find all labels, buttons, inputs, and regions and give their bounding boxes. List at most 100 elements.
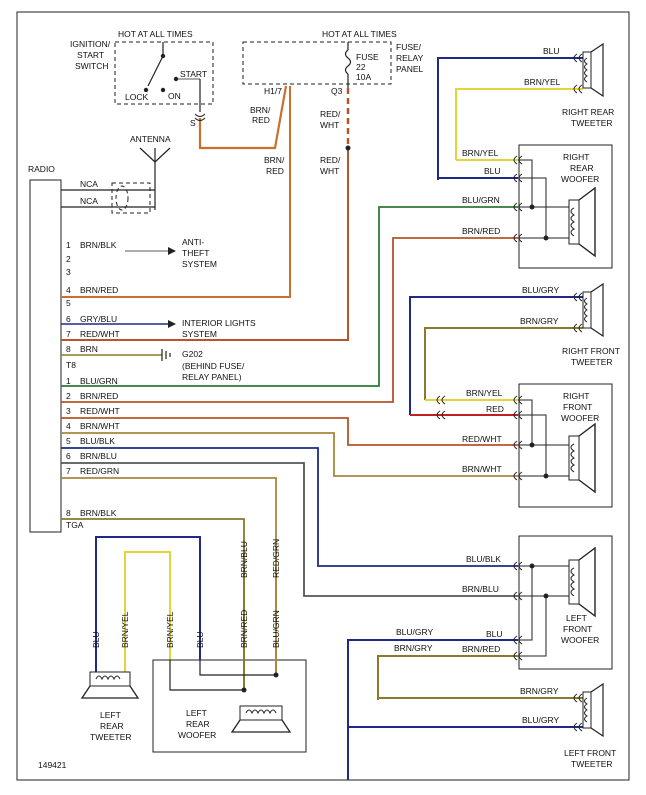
fuse-label-3: 10A: [356, 72, 371, 82]
connector-mark-b-13: [518, 591, 523, 601]
splice-dots: [241, 145, 549, 693]
rf-tweeter-wire1: BLU/GRY: [522, 285, 559, 295]
interior-lights-label-1: INTERIOR LIGHTS: [182, 318, 256, 328]
s-terminal-label: S: [190, 118, 196, 128]
radio-pin-b-5: 5: [66, 436, 71, 446]
rr-tweeter-label-2: TWEETER: [571, 118, 613, 128]
lr-tweeter-icon: [80, 671, 140, 699]
connector-mark-b-2: [518, 202, 523, 212]
lf-woofer-label-3: WOOFER: [561, 635, 599, 645]
radio-pin-a-4: 4: [66, 285, 71, 295]
s-terminal-connector-b: [194, 117, 206, 121]
radio-unit: [29, 179, 62, 533]
radio-pin-b-1-label: BLU/GRN: [80, 376, 118, 386]
woofer-internal-wire-10: [518, 566, 533, 641]
connector-mark-16: [573, 693, 578, 703]
splice-dot-7: [273, 672, 279, 678]
wire-b3-red-wht: [61, 417, 518, 446]
fuse-label-1: FUSE: [356, 52, 379, 62]
radio-pin-a-3: 3: [66, 267, 71, 277]
s-terminal-connector: [194, 113, 206, 117]
rr-woofer-label-3: WOOFER: [561, 174, 599, 184]
lr-woofer-wire1-label: BRN/YEL: [165, 611, 175, 648]
radio-pin-b-8-label: BRN/BLK: [80, 508, 117, 518]
rf-tweeter-icon: [582, 282, 604, 338]
connector-mark-b-4: [578, 292, 583, 302]
lf-woofer-wire5: BRN/GRY: [394, 643, 433, 653]
radio-pin-a-8-label: BRN: [80, 344, 98, 354]
hot-at-all-times-right: HOT AT ALL TIMES: [322, 29, 397, 39]
splice-dot-0: [529, 204, 535, 210]
rr-woofer-wire2: BLU: [484, 166, 501, 176]
connector-mark-b-12: [518, 561, 523, 571]
connector-mark-b-0: [518, 155, 523, 165]
outer-frame: [16, 11, 630, 781]
wire-a7-red-wht: [61, 148, 349, 341]
connector-mark-b-11: [518, 471, 523, 481]
lf-tweeter-label-1: LEFT FRONT: [564, 748, 616, 758]
anti-theft-label-1: ANTI-: [182, 237, 204, 247]
lf-tweeter-icon: [582, 682, 604, 738]
ignition-label-3: SWITCH: [75, 61, 109, 71]
brn-red-label-a1: BRN/: [250, 105, 271, 115]
connector-mark-10: [513, 440, 518, 450]
wire-b7-red-grn: [61, 477, 277, 540]
lf-woofer-wire1: BLU/BLK: [466, 554, 501, 564]
rr-tweeter-label-1: RIGHT REAR: [562, 107, 614, 117]
lr-tweeter-label-1: LEFT: [100, 710, 121, 720]
antenna-connector: [61, 182, 155, 214]
lr-woofer-icon: [230, 705, 292, 733]
red-wht-label-b1: RED/: [320, 155, 341, 165]
radio-pin-a-6-label: GRY/BLU: [80, 314, 117, 324]
rf-tweeter-label-2: TWEETER: [571, 357, 613, 367]
connector-mark-b-14: [518, 635, 523, 645]
lr-woofer-label-3: WOOFER: [178, 730, 216, 740]
connector-mark-0: [513, 155, 518, 165]
rf-left-connector-b-0: [441, 395, 446, 405]
rr-woofer-label-1: RIGHT: [563, 152, 589, 162]
radio-pin-b-4-label: BRN/WHT: [80, 421, 120, 431]
connector-mark-6: [573, 53, 578, 63]
lr-woofer-wire5-label: BRN/BLU: [239, 541, 249, 578]
lf-woofer-box: [518, 535, 613, 670]
radio-pin-a-8: 8: [66, 344, 71, 354]
rr-woofer-icon: [568, 186, 596, 258]
fuse-relay-panel-box: [242, 41, 392, 85]
radio-pin-b-3: 3: [66, 406, 71, 416]
red-wht-label-a1: RED/: [320, 109, 341, 119]
speaker-right-rear-tweeter: [437, 57, 583, 180]
radio-pin-b-6-label: BRN/BLU: [80, 451, 117, 461]
splice-dot-5: [543, 593, 549, 599]
rr-tweeter-wire2: BRN/YEL: [524, 77, 561, 87]
lr-woofer-wire4-label: BLU/GRN: [271, 610, 281, 648]
rr-woofer-wire1: BRN/YEL: [462, 148, 499, 158]
wire-b4-brn-wht: [61, 432, 518, 477]
connector-mark-b-3: [518, 233, 523, 243]
splice-dot-1: [543, 235, 549, 241]
rr-woofer-wire3: BLU/GRN: [462, 195, 500, 205]
ignition-switch-contacts: [143, 42, 201, 112]
antenna-label: ANTENNA: [130, 134, 171, 144]
brn-red-label-a2: RED: [252, 115, 270, 125]
rf-woofer-label-1: RIGHT: [563, 391, 589, 401]
connector-mark-b-17: [578, 722, 583, 732]
woofer-internal-wire-11: [518, 596, 547, 657]
rf-woofer-wire4: BRN/WHT: [462, 464, 502, 474]
lf-tweeter-wire1: BRN/GRY: [520, 686, 559, 696]
radio-pin-b-2-label: BRN/RED: [80, 391, 118, 401]
start-label: START: [180, 69, 207, 79]
lr-tweeter-wire2-label: BRN/YEL: [120, 611, 130, 648]
rr-woofer-wire4: BRN/RED: [462, 226, 500, 236]
ground-icon: [61, 349, 171, 361]
radio-pin-b-8: 8: [66, 508, 71, 518]
connector-mark-b-5: [578, 323, 583, 333]
radio-pin-b-4: 4: [66, 421, 71, 431]
red-wht-label-a2: WHT: [320, 120, 339, 130]
rf-tweeter-label-1: RIGHT FRONT: [562, 346, 620, 356]
radio-pin-b-1: 1: [66, 376, 71, 386]
radio-pin-b-3-label: RED/WHT: [80, 406, 120, 416]
rf-woofer-wire1: BRN/YEL: [466, 388, 503, 398]
